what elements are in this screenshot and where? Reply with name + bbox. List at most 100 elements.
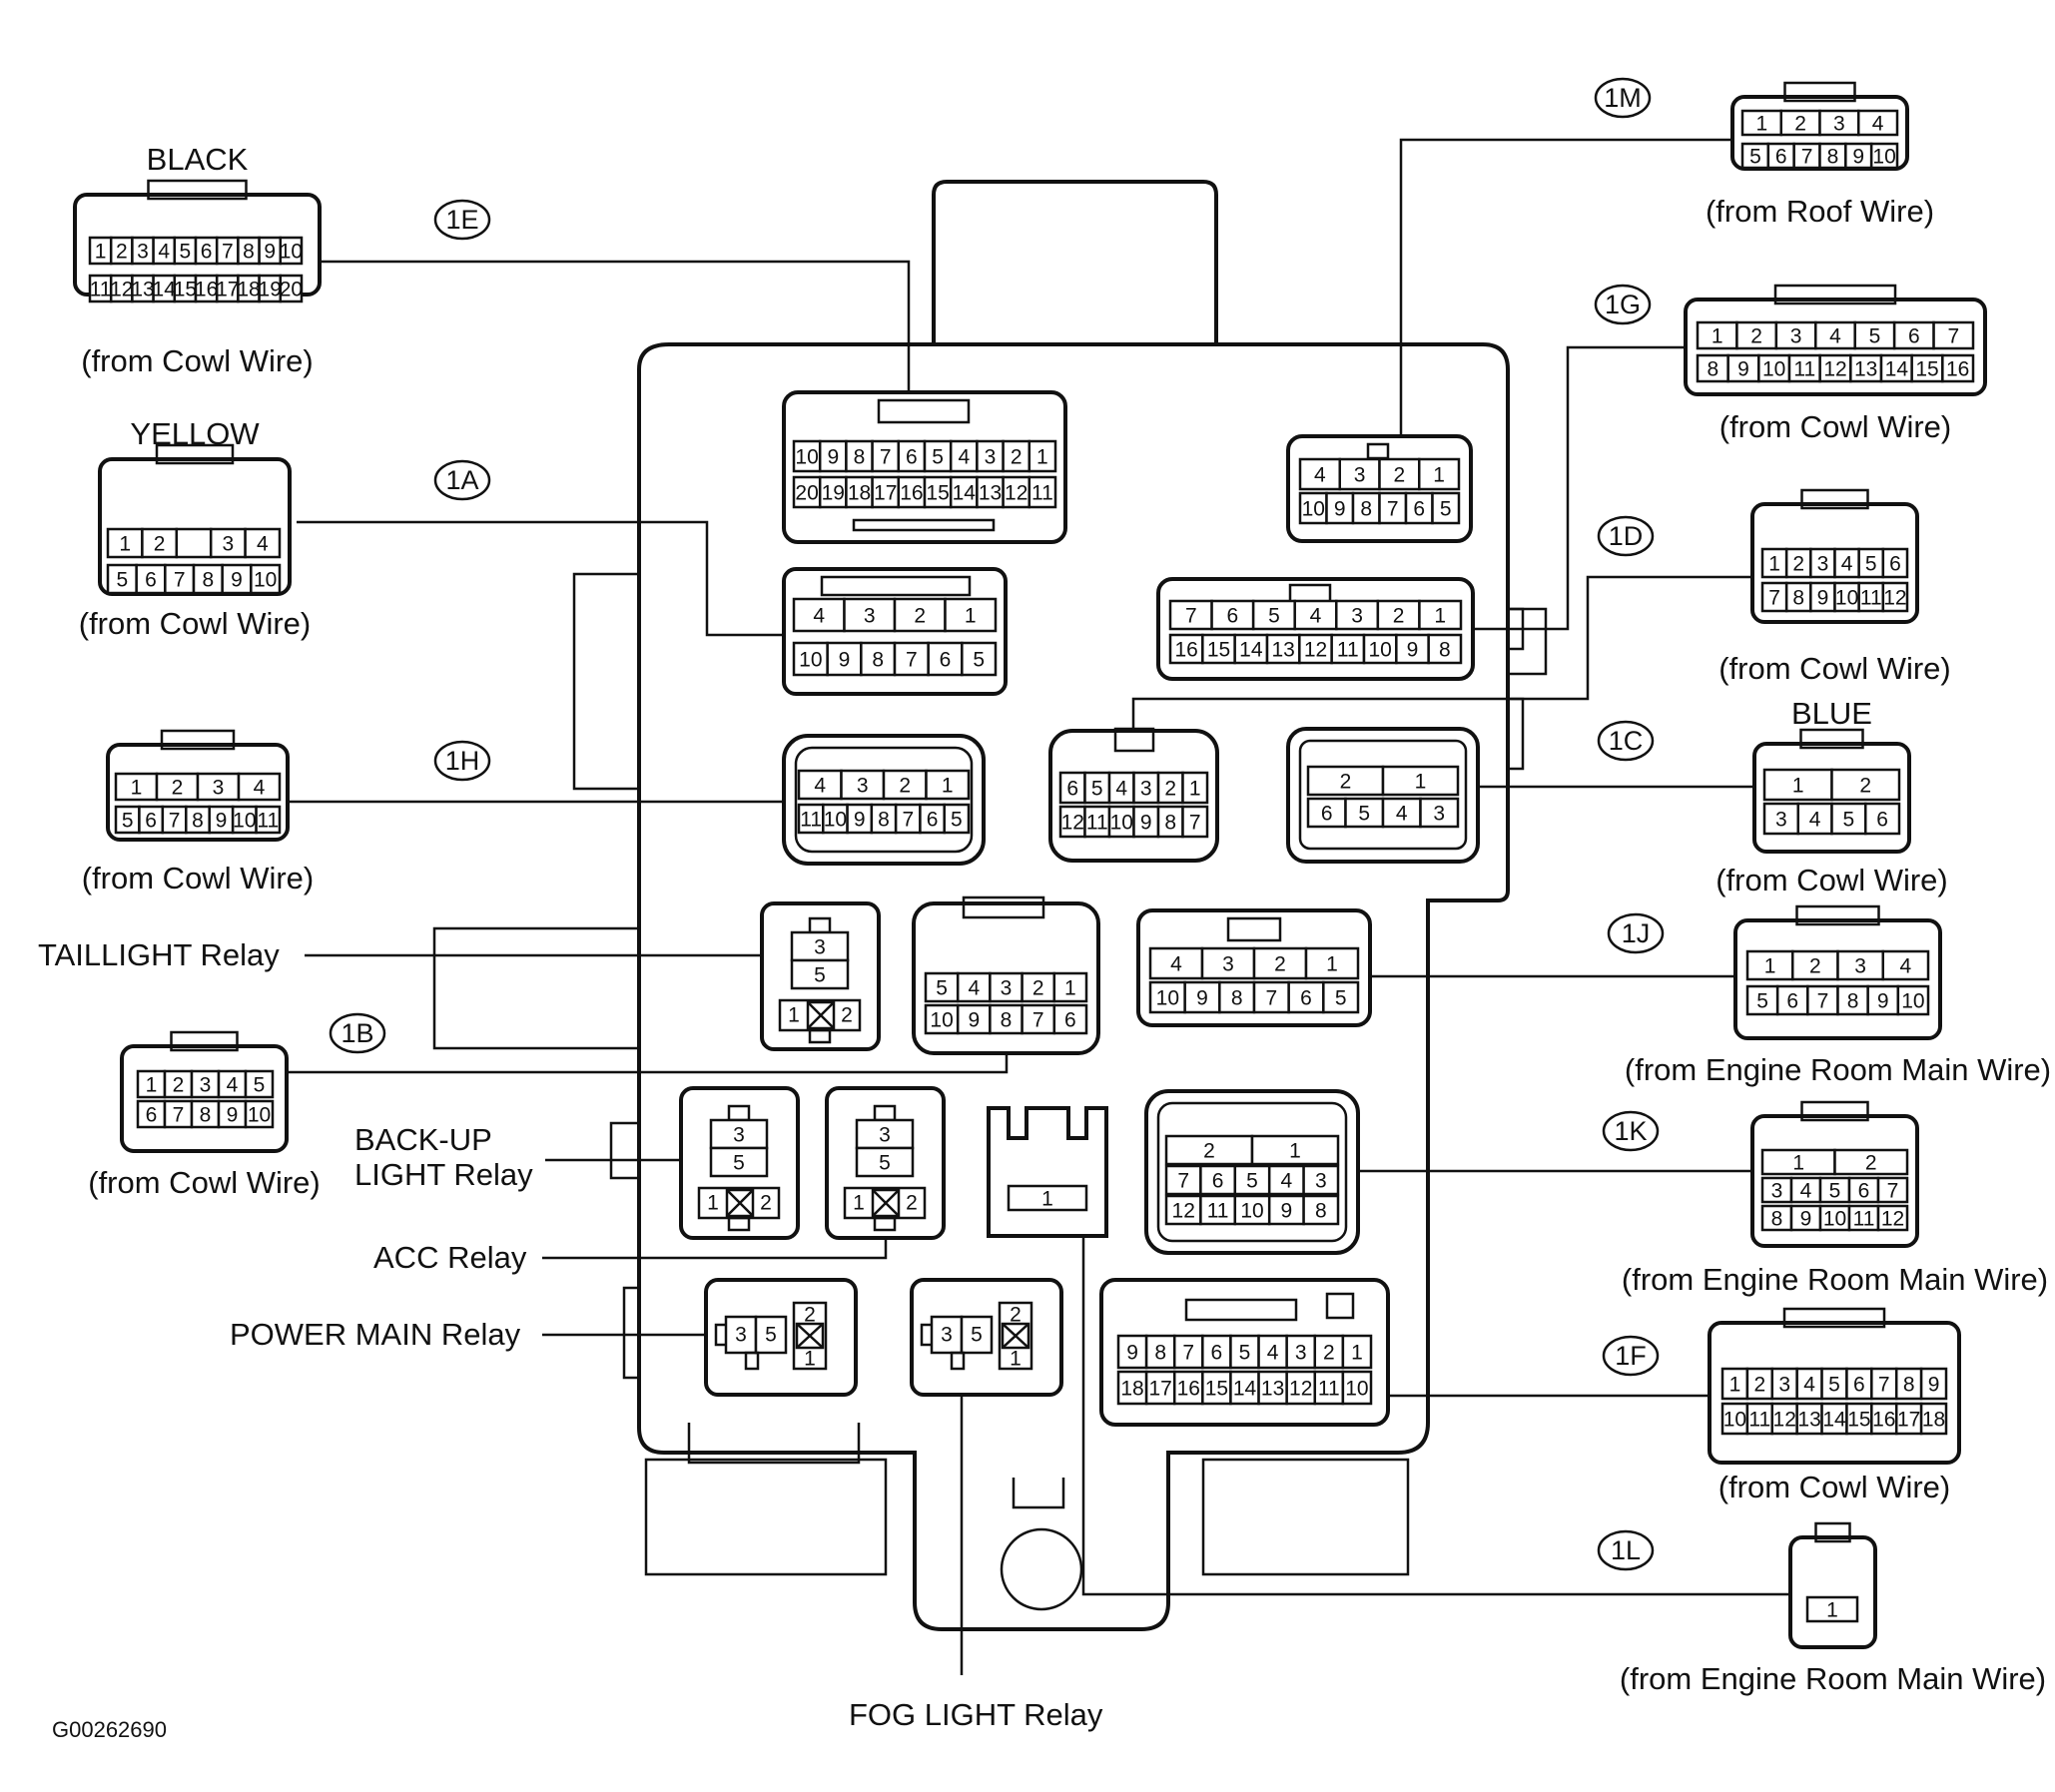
socket-1m-pin: 1: [1433, 464, 1445, 487]
acc-relay-pin-cell: [855, 1146, 915, 1178]
connector-1c-code-badge: [1597, 720, 1655, 762]
connector-1h-pin: 2: [172, 777, 184, 800]
relay-socket-taillight: [760, 901, 881, 1051]
socket-1j-pin-cell: [1322, 980, 1360, 1014]
connector-1k-pin-cell: [1818, 1176, 1851, 1204]
socket-1d-pin: 2: [1164, 778, 1176, 801]
connector-1l: 11L(from Engine Room Main Wire): [1597, 1521, 2046, 1696]
socket-1e: [782, 390, 1067, 544]
connector-1m-pin: 1: [1756, 113, 1768, 136]
connector-1f-pin: 14: [1822, 1409, 1846, 1432]
socket-1a-pin-cell: [826, 641, 863, 677]
socket-1k-pin: 8: [1315, 1200, 1327, 1223]
taillight-relay-pin-mid: 5: [814, 964, 826, 987]
connector-1d-latch: [1800, 488, 1869, 510]
connector-1a-pin: 10: [254, 569, 277, 592]
socket-1e-pin-cell: [1028, 475, 1057, 509]
connector-1a-pin: 4: [257, 533, 269, 556]
connector-1h-pin: 4: [254, 777, 266, 800]
socket-1h-pin-cell: [943, 803, 971, 835]
socket-1k-pin: 10: [1240, 1200, 1263, 1223]
connector-1k-pin: 10: [1823, 1208, 1846, 1231]
connector-1b-pin: 5: [254, 1074, 266, 1097]
connector-1m-pin: 6: [1775, 146, 1787, 169]
connector-1d-pin-cell: [1881, 547, 1909, 579]
connector-1g-pin: 1: [1712, 325, 1723, 348]
connector-1g-pin: 10: [1762, 358, 1785, 381]
connector-1k-code: 1K: [1614, 1116, 1647, 1146]
socket-1e-pin: 10: [795, 446, 818, 469]
figure-id: G00262690: [52, 1717, 167, 1742]
connector-1a-code-badge: [433, 459, 491, 501]
connector-1g-pin: 12: [1823, 358, 1846, 381]
socket-1g-pin: 14: [1239, 639, 1263, 662]
fog-light-relay-label: FOG LIGHT Relay: [849, 1697, 1103, 1732]
connector-1e-pin: 18: [237, 279, 260, 301]
connector-1g-pin-cell: [1932, 320, 1975, 350]
connector-1b-code-badge: [329, 1012, 386, 1054]
connector-1f-pin: 18: [1922, 1409, 1945, 1432]
connector-1e-pin: 8: [243, 241, 255, 264]
acc-relay-pin-left: 1: [853, 1192, 865, 1215]
connector-1b-pin: 3: [200, 1074, 212, 1097]
socket-1b-pin-cell: [924, 1003, 960, 1035]
connector-1d-pin-cell: [1760, 581, 1788, 613]
connector-1c-pin: 2: [1859, 775, 1871, 798]
socket-1f-pin: 17: [1148, 1378, 1171, 1401]
socket-1f-pin: 12: [1289, 1378, 1312, 1401]
socket-1f-pin: 16: [1177, 1378, 1200, 1401]
socket-1e-pin: 18: [848, 482, 871, 505]
socket-1a-pin-cell: [944, 597, 998, 633]
backup-light-relay-label-line2: LIGHT Relay: [354, 1157, 533, 1192]
connector-1a-pin-cell: [106, 527, 144, 559]
socket-1m-pin-cell: [1351, 491, 1381, 525]
connector-1g-pin: 11: [1793, 358, 1815, 381]
connector-1k-pin-cell: [1789, 1204, 1822, 1232]
socket-1j-pin: 6: [1300, 987, 1312, 1010]
connector-1j-source: (from Engine Room Main Wire): [1625, 1052, 2051, 1087]
acc-relay-pin-right: 2: [906, 1192, 918, 1215]
connector-1f-source: (from Cowl Wire): [1718, 1470, 1951, 1504]
power-main-relay-pin-left: 1: [804, 1348, 816, 1371]
connector-1k-pin-cell: [1760, 1204, 1793, 1232]
backup-light-relay-pin-right: 2: [760, 1192, 772, 1215]
socket-1m-pin-cell: [1378, 457, 1421, 491]
connector-1f-pin: 12: [1773, 1409, 1796, 1432]
connector-1e-pin: 5: [180, 241, 192, 264]
connector-1d-pin: 6: [1889, 553, 1901, 576]
connector-1b-pin: 2: [173, 1074, 185, 1097]
socket-1a-pin-cell: [860, 641, 897, 677]
connector-1k-pin: 7: [1887, 1180, 1899, 1203]
connector-1a-pin: 7: [174, 569, 186, 592]
socket-1c-pin-cell: [1344, 797, 1385, 829]
socket-1g-pin-cell: [1210, 599, 1255, 631]
fog-light-relay-diode-box: [1001, 1322, 1030, 1350]
socket-1g-pin: 15: [1207, 639, 1230, 662]
connector-1k-pin-cell: [1847, 1204, 1880, 1232]
connector-1j-pin: 1: [1764, 955, 1776, 978]
socket-1g-pin: 9: [1407, 639, 1419, 662]
connector-1k-pin: 2: [1865, 1152, 1877, 1175]
connector-1a-pin: 3: [223, 533, 235, 556]
power-main-relay-pin-cell: [724, 1315, 758, 1355]
connector-1c-pin-cell: [1830, 768, 1901, 802]
socket-1k-pin: 5: [1246, 1170, 1258, 1193]
connector-1e-code: 1E: [445, 205, 478, 235]
socket-1b-pin: 3: [1001, 977, 1013, 1000]
socket-1g-pin: 12: [1304, 639, 1327, 662]
connector-1j-pin: 4: [1900, 955, 1912, 978]
connector-1g-source: (from Cowl Wire): [1719, 409, 1952, 444]
socket-1j-pin-cell: [1183, 980, 1221, 1014]
connector-1m-latch: [1783, 81, 1856, 103]
acc-relay-diode-mark: [872, 1189, 900, 1217]
connector-1k-pin-cell: [1847, 1176, 1880, 1204]
connector-1g-pin: 9: [1737, 358, 1749, 381]
socket-1m-pin-cell: [1418, 457, 1461, 491]
connector-1l-source: (from Engine Room Main Wire): [1620, 1661, 2046, 1696]
